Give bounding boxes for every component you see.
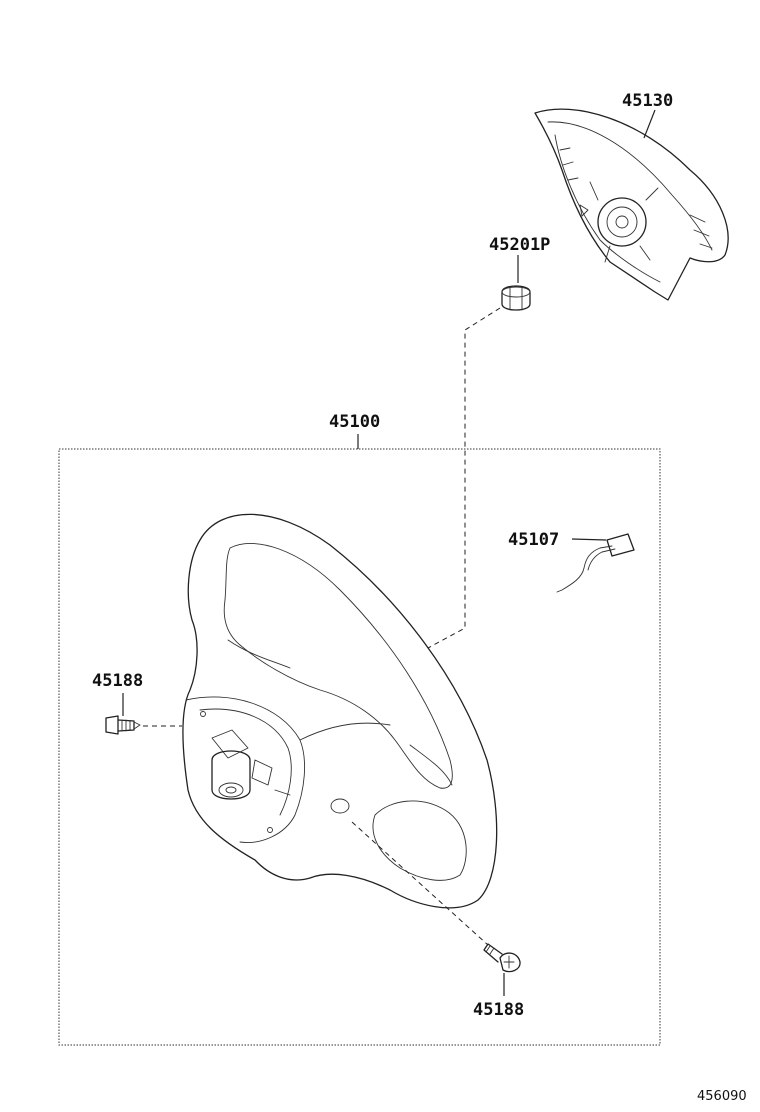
screw-bottom-label: 45188 xyxy=(473,1000,524,1020)
screw-left-label: 45188 xyxy=(92,671,143,691)
horn-pad-part[interactable] xyxy=(534,108,729,301)
steering-wheel-label: 45100 xyxy=(329,412,380,432)
screw-bottom-part[interactable] xyxy=(483,943,521,973)
assembly-frame xyxy=(58,448,661,1046)
screw-bottom-dashed-line xyxy=(351,821,489,946)
screw-left-part[interactable] xyxy=(105,715,141,735)
nut-label: 45201P xyxy=(489,235,550,255)
steering-wheel-part[interactable] xyxy=(182,513,498,909)
horn-pad-leader xyxy=(643,109,656,139)
horn-pad-label: 45130 xyxy=(622,91,673,111)
nut-to-wheel-dashed-line xyxy=(427,307,501,649)
wire-connector-part[interactable] xyxy=(556,533,635,593)
figure-id: 456090 xyxy=(697,1089,747,1104)
wire-connector-label: 45107 xyxy=(508,530,559,550)
nut-part[interactable] xyxy=(501,285,531,311)
wire-connector-leader xyxy=(571,538,607,541)
